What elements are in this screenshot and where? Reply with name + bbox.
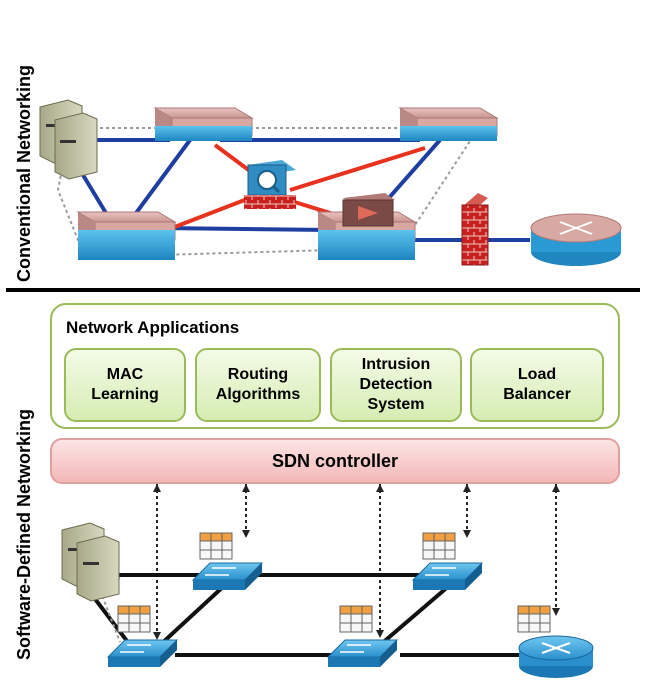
sdn-controller: SDN controller <box>50 438 620 484</box>
router-icon <box>530 213 622 266</box>
app-load-balancer: Load Balancer <box>470 348 604 422</box>
switch-icon <box>398 107 499 141</box>
openflow-switch-icon <box>106 639 179 667</box>
server-icon <box>39 99 98 180</box>
conventional-networking-label: Conventional Networking <box>14 64 34 282</box>
firewall-icon <box>461 193 489 266</box>
ids-appliance-icon <box>244 160 296 209</box>
flow-table-icon <box>517 605 551 633</box>
app-mac-learning: MAC Learning <box>64 348 186 422</box>
openflow-router-icon <box>518 635 594 678</box>
openflow-switch-icon <box>191 562 264 590</box>
sdn-networking-label: Software-Defined Networking <box>14 408 34 660</box>
flow-table-icon <box>422 532 456 560</box>
flow-table-icon <box>199 532 233 560</box>
server-icon <box>61 522 120 602</box>
network-applications-title: Network Applications <box>66 318 240 337</box>
control-channel-arrowheads <box>153 484 560 640</box>
middlebox-icon <box>342 193 395 227</box>
conventional-data-links <box>78 138 530 242</box>
control-channel-lines <box>156 484 557 636</box>
openflow-switch-icon <box>411 562 484 590</box>
flow-table-icon <box>117 605 151 633</box>
app-intrusion-detection: Intrusion Detection System <box>330 348 462 422</box>
switch-icon <box>153 107 254 141</box>
switch-icon <box>76 211 177 260</box>
openflow-switch-icon <box>326 639 399 667</box>
app-routing-algorithms: Routing Algorithms <box>195 348 321 422</box>
flow-table-icon <box>339 605 373 633</box>
